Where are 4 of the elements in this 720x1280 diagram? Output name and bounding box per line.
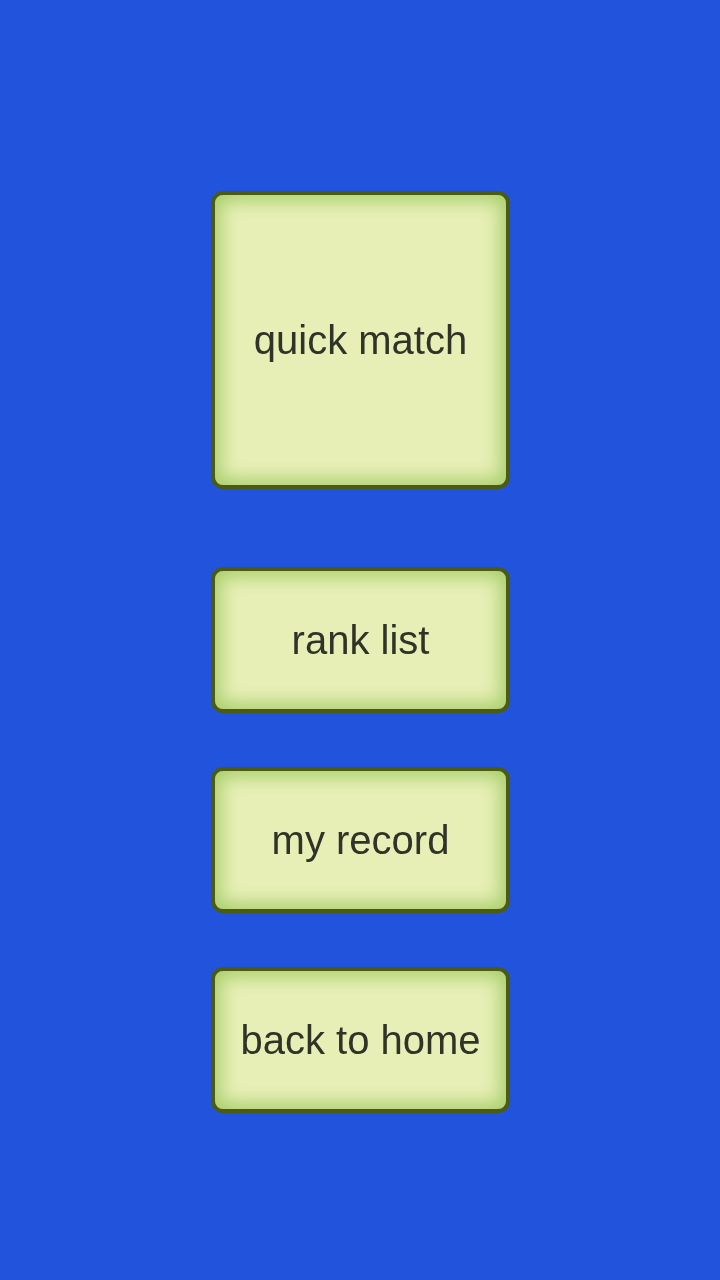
menu-button: my record xyxy=(211,767,510,913)
menu-button: rank list xyxy=(211,567,510,713)
menu-button: quick match xyxy=(211,191,510,489)
menu-button: back to home xyxy=(211,967,510,1113)
